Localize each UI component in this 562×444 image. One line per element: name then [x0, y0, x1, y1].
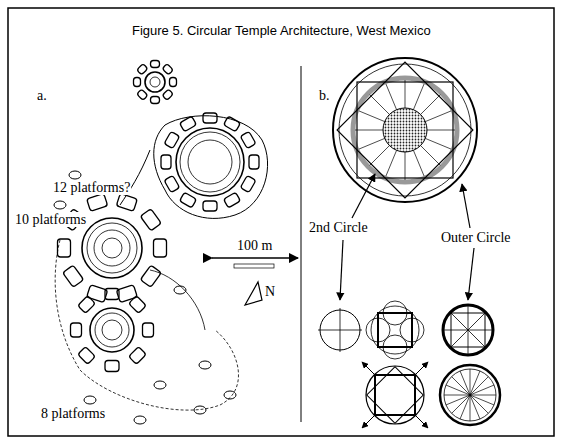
platform-complex [161, 113, 259, 211]
panel-divider [301, 66, 302, 422]
platform-complex [58, 193, 167, 302]
circle-label: Outer Circle [440, 230, 512, 245]
platform-count: 12 platforms? [52, 180, 131, 195]
platform-complex [71, 289, 154, 372]
site-map [54, 61, 298, 425]
scale-label: 100 m [236, 238, 273, 253]
platform-count: 8 platforms [40, 406, 106, 421]
platform-complex [134, 61, 177, 104]
figure-frame [8, 8, 554, 436]
platform-count: 10 platforms [14, 212, 87, 227]
circle-label: 2nd Circle [308, 220, 369, 235]
panel-letter: a. [36, 88, 48, 103]
panel-letter: b. [318, 88, 331, 103]
north-letter: N [264, 284, 276, 299]
figure-title: Figure 5. Circular Temple Architecture, … [132, 24, 431, 38]
